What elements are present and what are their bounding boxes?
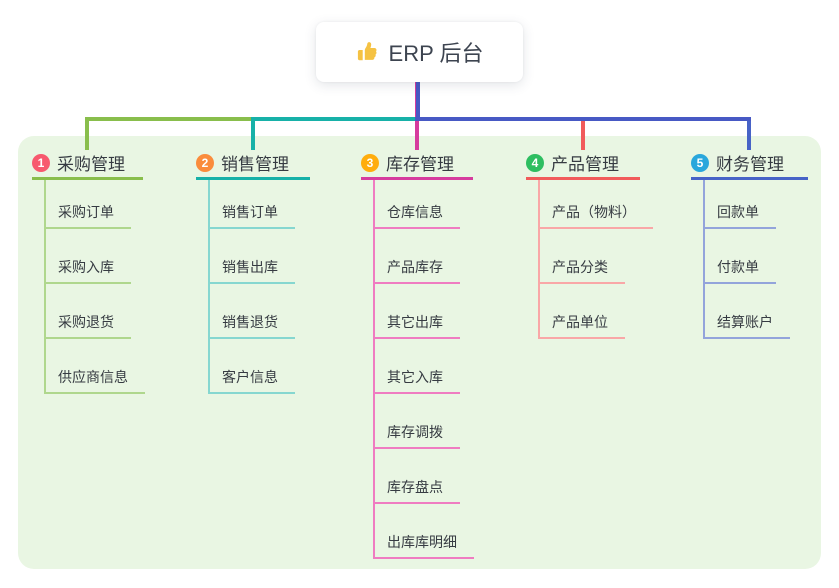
branch-2-child-1[interactable]: 销售订单 <box>210 202 295 229</box>
branch-1-label: 采购管理 <box>57 155 125 174</box>
child-node-row: 产品单位 <box>540 284 640 339</box>
child-node-row: 采购退货 <box>46 284 143 339</box>
branch-5-children: 回款单付款单结算账户 <box>703 180 808 339</box>
branch-3-child-3[interactable]: 其它出库 <box>375 312 460 339</box>
branch-column-3: 3 库存管理仓库信息产品库存其它出库其它入库库存调拨库存盘点出库库明细 <box>361 148 474 559</box>
branch-4-connector-v <box>581 119 585 150</box>
branch-3-label: 库存管理 <box>386 155 454 174</box>
branch-column-5: 5 财务管理回款单付款单结算账户 <box>691 148 808 339</box>
branch-5-number-badge: 5 <box>691 153 709 172</box>
branch-1-child-1[interactable]: 采购订单 <box>46 202 131 229</box>
branch-column-1: 1 采购管理采购订单采购入库采购退货供应商信息 <box>32 148 145 394</box>
branch-1-number-badge: 1 <box>32 153 50 172</box>
child-node-row: 库存盘点 <box>375 449 473 504</box>
child-node-row: 其它入库 <box>375 339 473 394</box>
branch-2-child-2[interactable]: 销售出库 <box>210 257 295 284</box>
branch-2-label: 销售管理 <box>221 155 289 174</box>
branch-3-child-7[interactable]: 出库库明细 <box>375 532 474 559</box>
branch-node-5[interactable]: 5 财务管理 <box>691 148 808 180</box>
branch-4-number-badge: 4 <box>526 153 544 172</box>
branch-2-children: 销售订单销售出库销售退货客户信息 <box>208 180 310 394</box>
right-connector-h <box>415 117 751 121</box>
child-node-row: 付款单 <box>705 229 808 284</box>
child-node-row: 采购入库 <box>46 229 143 284</box>
branch-5-child-3[interactable]: 结算账户 <box>705 312 790 339</box>
thumbs-up-icon <box>357 42 377 61</box>
child-node-row: 产品（物料） <box>540 180 653 229</box>
branch-1-children: 采购订单采购入库采购退货供应商信息 <box>44 180 145 394</box>
child-node-row: 产品库存 <box>375 229 473 284</box>
branch-3-child-6[interactable]: 库存盘点 <box>375 477 460 504</box>
root-node-label: ERP 后台 <box>388 41 484 66</box>
child-node-row: 销售退货 <box>210 284 310 339</box>
child-node-row: 回款单 <box>705 180 808 229</box>
branch-5-child-1[interactable]: 回款单 <box>705 202 776 229</box>
branch-3-child-4[interactable]: 其它入库 <box>375 367 460 394</box>
branch-3-child-1[interactable]: 仓库信息 <box>375 202 460 229</box>
branch-1-child-4[interactable]: 供应商信息 <box>46 367 145 394</box>
branch-4-child-3[interactable]: 产品单位 <box>540 312 625 339</box>
branch-5-child-2[interactable]: 付款单 <box>705 257 776 284</box>
branch-node-3[interactable]: 3 库存管理 <box>361 148 473 180</box>
branch-3-children: 仓库信息产品库存其它出库其它入库库存调拨库存盘点出库库明细 <box>373 180 474 559</box>
branch-column-4: 4 产品管理产品（物料） 产品分类产品单位 <box>526 148 653 339</box>
branches-background-panel <box>18 136 821 569</box>
branch-1-connector-h <box>85 117 255 121</box>
child-node-row: 销售订单 <box>210 180 310 229</box>
branch-2-connector-h <box>251 117 419 121</box>
child-node-row: 库存调拨 <box>375 394 473 449</box>
branch-2-child-3[interactable]: 销售退货 <box>210 312 295 339</box>
child-node-row: 其它出库 <box>375 284 473 339</box>
branch-2-connector-v <box>251 117 255 150</box>
child-node-row: 产品分类 <box>540 229 640 284</box>
branch-4-label: 产品管理 <box>551 155 619 174</box>
child-node-row: 出库库明细 <box>375 504 474 559</box>
child-node-row: 客户信息 <box>210 339 310 394</box>
child-node-row: 采购订单 <box>46 180 143 229</box>
root-node[interactable]: ERP 后台 <box>316 22 523 82</box>
branch-1-child-2[interactable]: 采购入库 <box>46 257 131 284</box>
child-node-row: 供应商信息 <box>46 339 145 394</box>
branch-3-number-badge: 3 <box>361 153 379 172</box>
branch-node-1[interactable]: 1 采购管理 <box>32 148 143 180</box>
branch-1-child-3[interactable]: 采购退货 <box>46 312 131 339</box>
branch-5-connector-v <box>747 117 751 150</box>
child-node-row: 销售出库 <box>210 229 310 284</box>
branch-4-child-2[interactable]: 产品分类 <box>540 257 625 284</box>
branch-4-children: 产品（物料） 产品分类产品单位 <box>538 180 653 339</box>
branch-3-child-5[interactable]: 库存调拨 <box>375 422 460 449</box>
trunk-line <box>416 82 420 121</box>
child-node-row: 结算账户 <box>705 284 808 339</box>
branch-node-4[interactable]: 4 产品管理 <box>526 148 640 180</box>
branch-5-label: 财务管理 <box>716 155 784 174</box>
branch-node-2[interactable]: 2 销售管理 <box>196 148 310 180</box>
branch-4-child-1[interactable]: 产品（物料） <box>540 202 653 229</box>
branch-1-connector-v <box>85 117 89 150</box>
branch-column-2: 2 销售管理销售订单销售出库销售退货客户信息 <box>196 148 310 394</box>
branch-3-child-2[interactable]: 产品库存 <box>375 257 460 284</box>
branch-2-child-4[interactable]: 客户信息 <box>210 367 295 394</box>
branch-2-number-badge: 2 <box>196 153 214 172</box>
child-node-row: 仓库信息 <box>375 180 473 229</box>
